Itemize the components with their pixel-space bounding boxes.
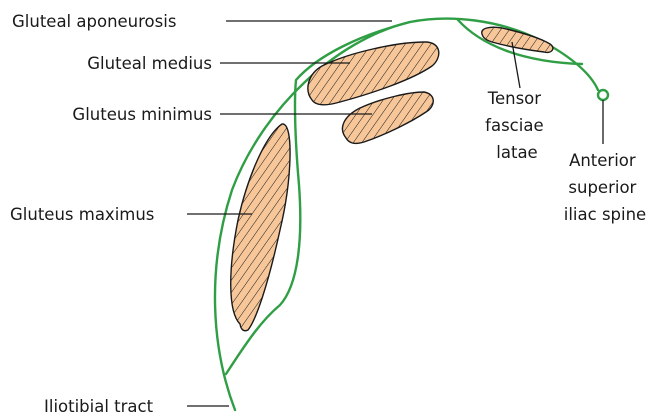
tensor-fasciae-latae-label: Tensor fasciae latae <box>485 89 549 162</box>
iliotibial-tract-label: Iliotibial tract <box>44 397 154 416</box>
gluteus-maximus-muscle <box>231 124 290 331</box>
tensor-fasciae-latae-muscle <box>482 27 553 52</box>
asis-label: Anterior superior iliac spine <box>564 151 646 224</box>
tensor-fasciae-latae-line-2: fasciae <box>485 116 543 135</box>
asis-line-2: superior <box>568 178 636 197</box>
asis-line-1: Anterior <box>569 151 636 170</box>
tensor-fasciae-latae-line-1: Tensor <box>487 89 542 108</box>
gluteus-minimus-label: Gluteus minimus <box>72 105 212 124</box>
gluteal-aponeurosis-label: Gluteal aponeurosis <box>12 12 176 31</box>
gluteus-maximus-label: Gluteus maximus <box>10 205 154 224</box>
asis-circle <box>598 90 608 100</box>
gluteal-medius-label: Gluteal medius <box>87 54 212 73</box>
asis-line-3: iliac spine <box>564 205 646 224</box>
tensor-fasciae-latae-line-3: latae <box>496 143 537 162</box>
gluteus-minimus-muscle <box>342 92 433 143</box>
tensor-fasciae-latae-leader <box>512 42 520 88</box>
